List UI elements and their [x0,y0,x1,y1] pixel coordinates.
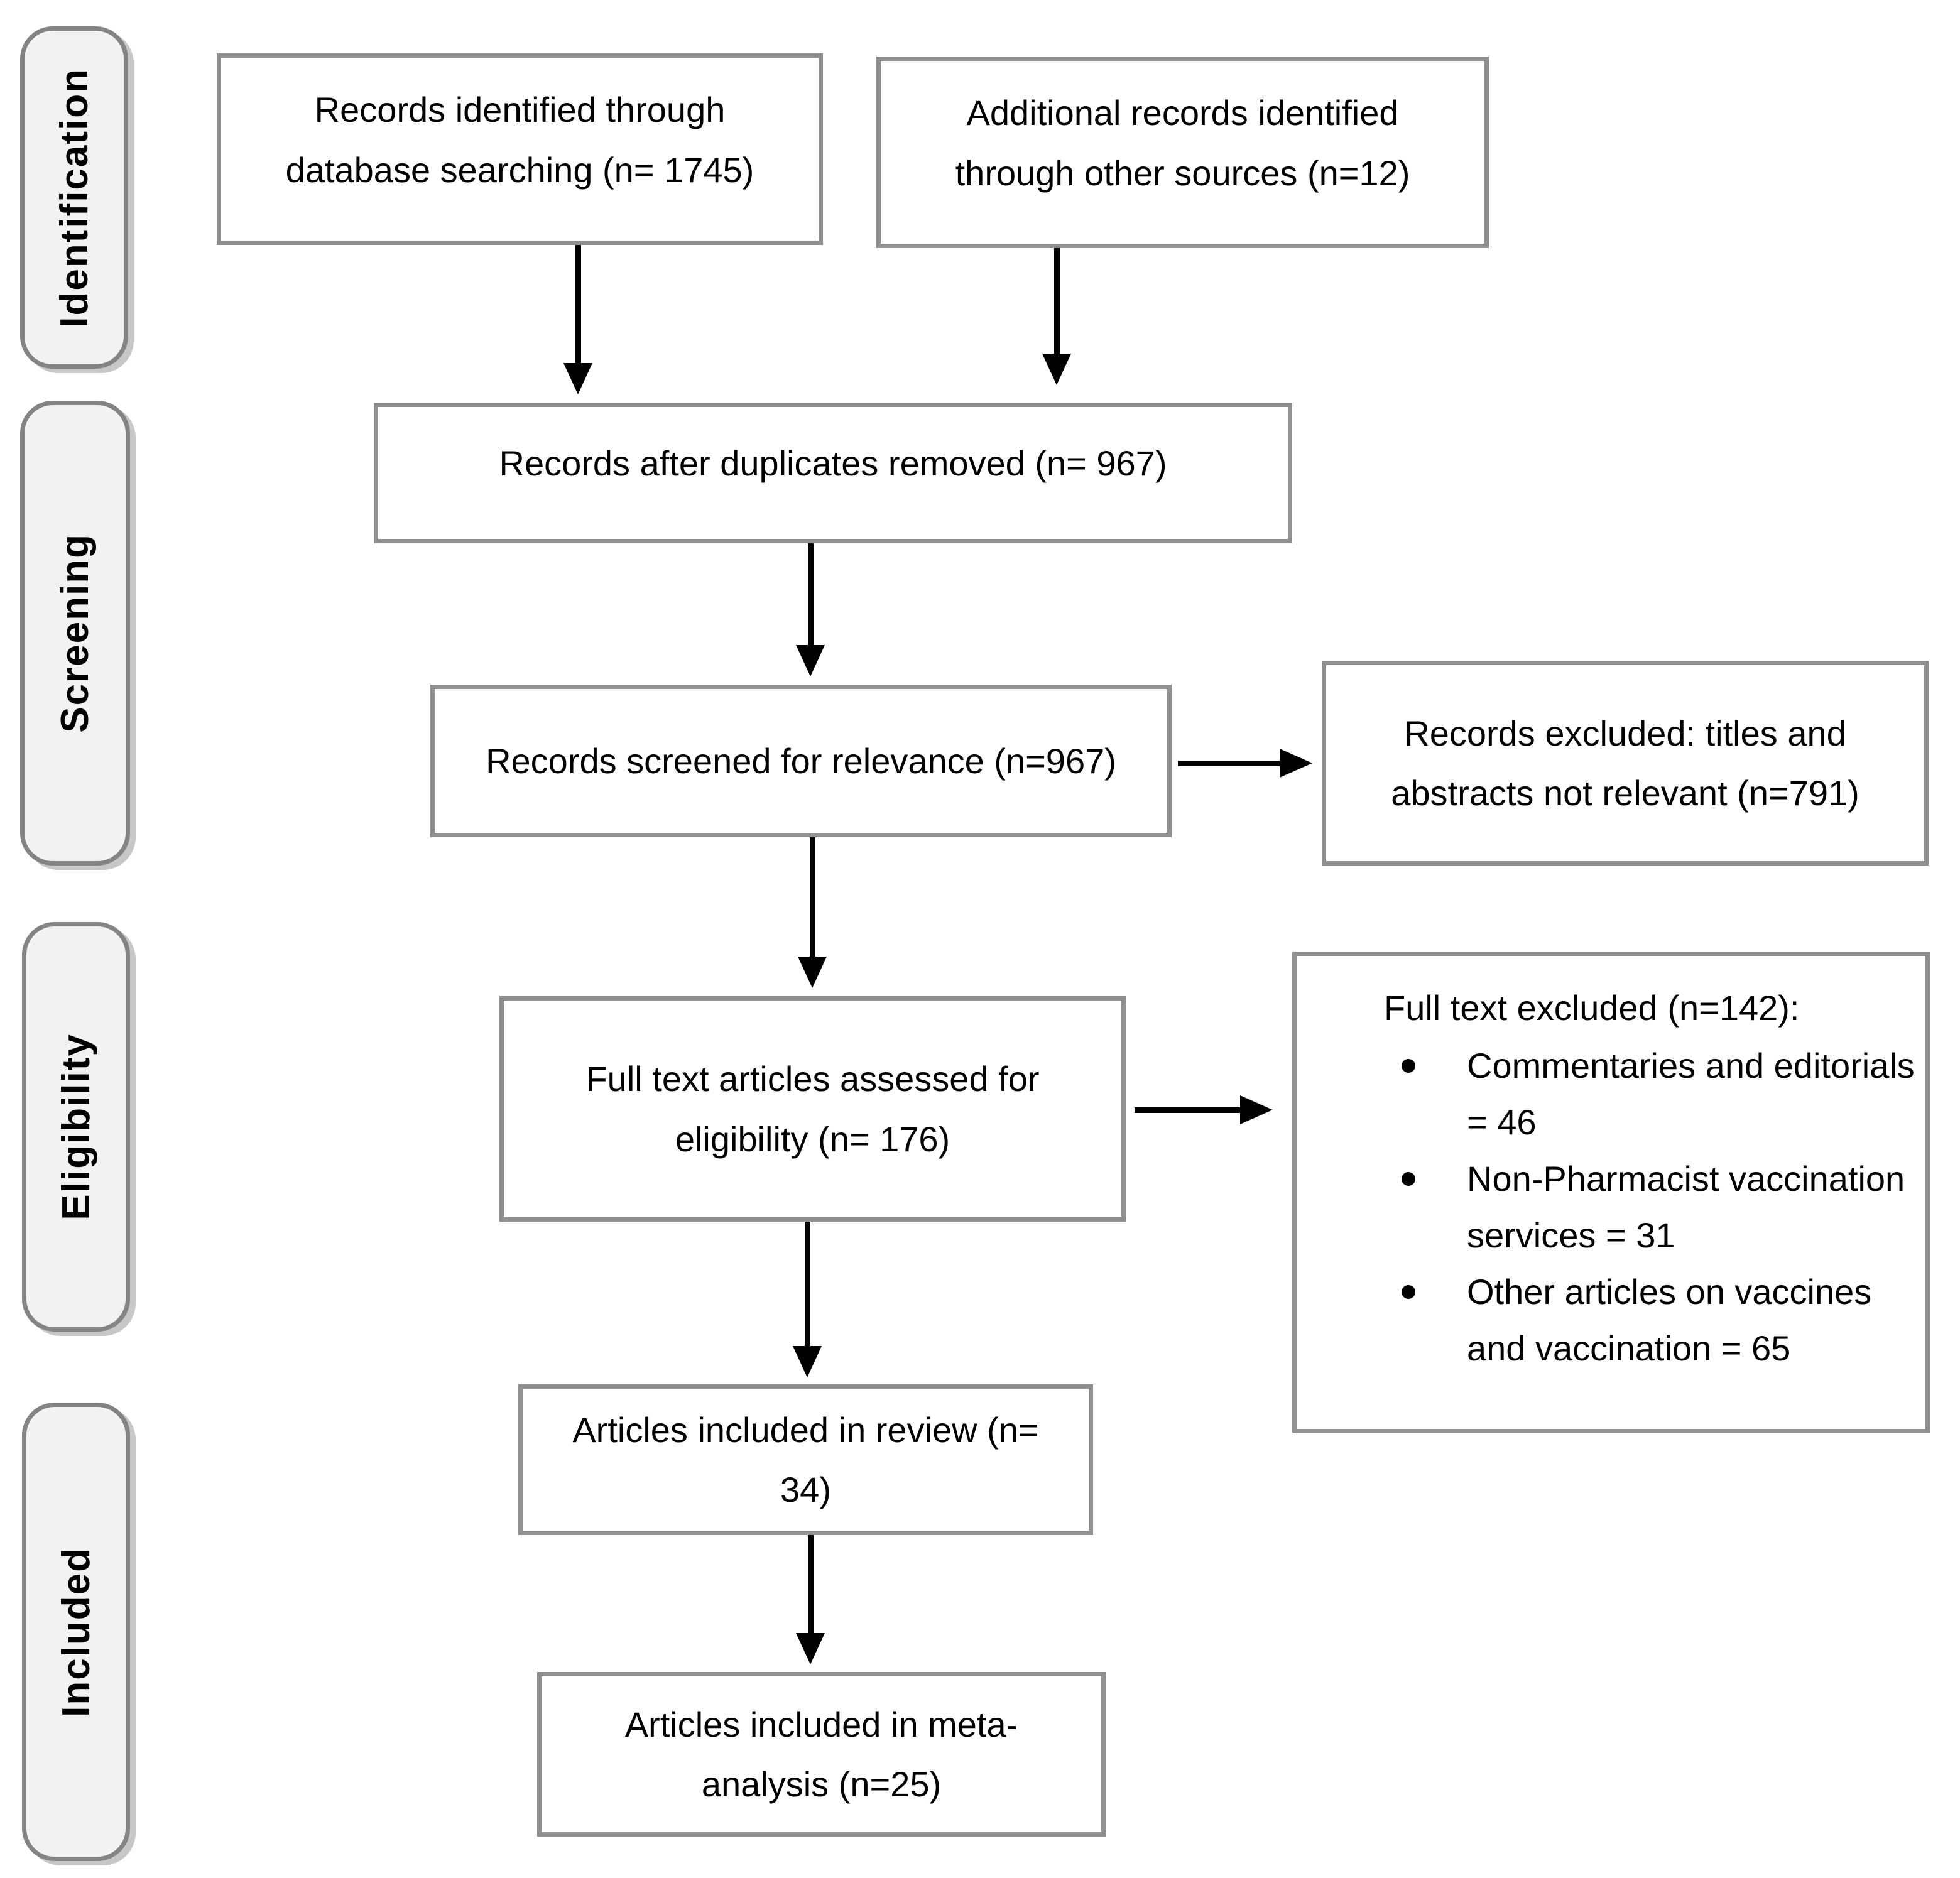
arrow-database-to-duplicates [564,245,592,394]
excluded-item-text: Commentaries and editorials = 46 [1467,1046,1915,1142]
arrowhead-right-icon [1280,749,1312,778]
arrow-other-sources-to-duplicates [1042,248,1071,385]
full-text-excluded-title: Full text excluded (n=142): [1384,988,1800,1028]
arrow-screened-to-excluded [1178,749,1312,778]
node-full-text-excluded: Full text excluded (n=142): Commentaries… [1292,952,1930,1433]
arrow-review-to-meta-analysis [796,1535,825,1664]
stage-included: Included [22,1403,130,1861]
arrowhead-down-icon [564,363,592,394]
bullet-icon [1402,1172,1415,1186]
node-full-text-assessed-text: Full text articles assessed for eligibil… [585,1059,1040,1159]
node-records-after-duplicates: Records after duplicates removed (n= 967… [374,403,1292,543]
bullet-icon [1402,1285,1415,1299]
node-records-excluded-text: Records excluded: titles and abstracts n… [1391,713,1859,813]
arrowhead-right-icon [1240,1095,1273,1124]
arrowhead-down-icon [796,645,825,676]
stage-identification-label: Identification [52,67,96,328]
stage-screening: Screening [20,401,130,866]
stage-identification: Identification [20,26,128,369]
stage-eligibility: Eligibility [22,922,130,1332]
node-additional-records-other-sources: Additional records identified through ot… [876,57,1489,248]
node-articles-included-meta-analysis: Articles included in meta-analysis (n=25… [537,1672,1106,1837]
excluded-list-item: Commentaries and editorials = 46 [1402,1038,1925,1151]
stage-screening-label: Screening [53,533,97,733]
excluded-item-text: Other articles on vaccines and vaccinati… [1467,1272,1872,1368]
arrowhead-down-icon [796,1633,825,1664]
arrow-shaft [804,1222,810,1346]
node-records-identified-database-text: Records identified through database sear… [285,90,754,190]
arrow-shaft [809,837,815,957]
arrow-shaft [1135,1107,1240,1113]
full-text-excluded-list: Commentaries and editorials = 46 Non-Pha… [1297,1038,1925,1377]
arrow-shaft [807,1535,814,1633]
node-records-identified-database: Records identified through database sear… [217,53,823,245]
arrow-full-text-to-review [793,1222,822,1377]
arrow-duplicates-to-screened [796,543,825,676]
excluded-list-item: Other articles on vaccines and vaccinati… [1402,1264,1925,1377]
arrowhead-down-icon [793,1346,822,1377]
excluded-item-text: Non-Pharmacist vaccination services = 31 [1467,1159,1905,1255]
node-articles-included-meta-analysis-text: Articles included in meta-analysis (n=25… [624,1704,1018,1804]
arrow-full-text-to-excluded [1135,1095,1273,1124]
excluded-list-item: Non-Pharmacist vaccination services = 31 [1402,1151,1925,1264]
arrow-shaft [807,543,814,645]
node-records-after-duplicates-text: Records after duplicates removed (n= 967… [499,443,1167,484]
node-records-screened: Records screened for relevance (n=967) [430,685,1172,837]
node-records-excluded: Records excluded: titles and abstracts n… [1322,661,1929,866]
node-articles-included-review-text: Articles included in review (n= 34) [572,1409,1039,1509]
arrow-shaft [1178,760,1280,766]
arrowhead-down-icon [798,957,827,988]
arrow-screened-to-full-text [798,837,827,988]
node-additional-records-other-sources-text: Additional records identified through ot… [955,93,1410,193]
arrow-shaft [575,245,581,363]
node-records-screened-text: Records screened for relevance (n=967) [486,741,1116,781]
node-full-text-assessed: Full text articles assessed for eligibil… [499,996,1126,1222]
node-articles-included-review: Articles included in review (n= 34) [518,1384,1093,1535]
arrowhead-down-icon [1042,354,1071,385]
stage-eligibility-label: Eligibility [54,1033,98,1220]
arrow-shaft [1054,248,1060,354]
bullet-icon [1402,1059,1415,1073]
stage-included-label: Included [54,1546,98,1717]
